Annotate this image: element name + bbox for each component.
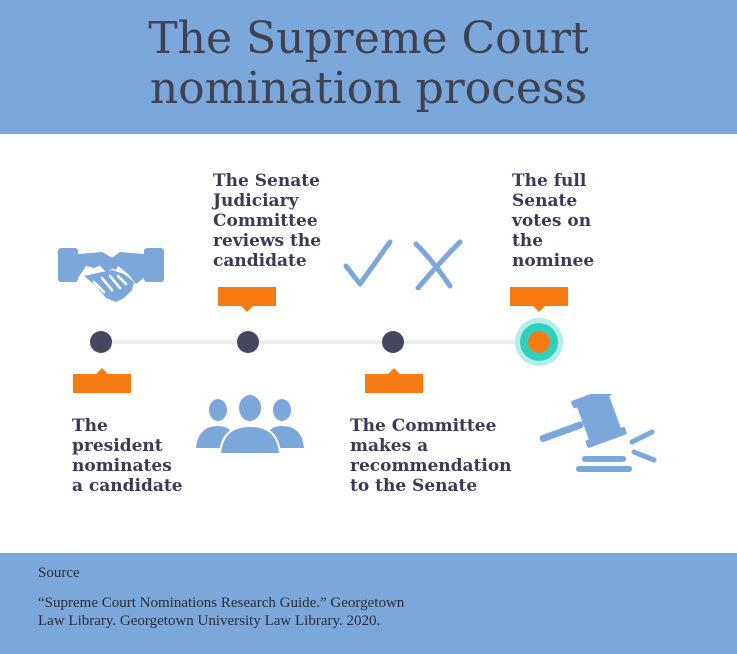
- stage-2-label: The Senate Judiciary Committee reviews t…: [213, 171, 322, 271]
- page-title: The Supreme Court nomination process: [0, 14, 737, 114]
- stage-4-label: The full Senate votes on the nominee: [512, 171, 595, 271]
- stage-3-label: The Committee makes a recommendation to …: [350, 416, 512, 496]
- timeline-dot-3: [382, 331, 404, 353]
- header-band: [0, 0, 737, 134]
- title-line-2: nomination process: [149, 63, 588, 114]
- timeline-dot-2: [237, 331, 259, 353]
- stage-1-label: The president nominates a candidate: [72, 416, 183, 496]
- stage-3-tag: [365, 368, 423, 393]
- gavel-icon: [539, 394, 657, 472]
- handshake-icon: [58, 248, 164, 302]
- footer-band: [0, 553, 737, 654]
- stage-2-tag: [218, 287, 276, 312]
- stage-1-tag: [73, 368, 131, 393]
- source-citation: “Supreme Court Nominations Research Guid…: [38, 595, 405, 629]
- timeline-dot-4: [528, 331, 550, 353]
- people-group-icon: [196, 393, 304, 454]
- stage-4-tag: [510, 287, 568, 312]
- timeline-line: [100, 340, 540, 344]
- check-and-cross-icon: [343, 239, 463, 290]
- source-label: Source: [38, 565, 80, 581]
- timeline-dot-1: [90, 331, 112, 353]
- title-line-1: The Supreme Court: [148, 13, 589, 64]
